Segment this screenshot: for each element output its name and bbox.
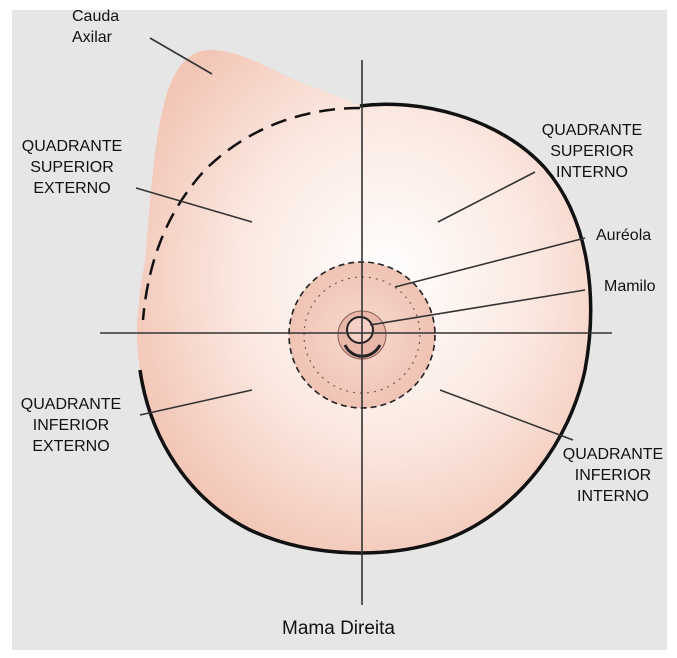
label-mamilo: Mamilo (604, 276, 656, 297)
label-quadrante-inferior-externo: QUADRANTE INFERIOR EXTERNO (14, 394, 128, 457)
nipple-tip (347, 317, 373, 343)
label-cauda-axilar-line-2: Axilar (72, 27, 119, 48)
label-cauda-axilar: Cauda Axilar (72, 6, 119, 48)
label-cauda-axilar-line-1: Cauda (72, 6, 119, 27)
label-inferior-interno-line-3: INTERNO (556, 486, 670, 507)
label-areola-text: Auréola (596, 225, 651, 246)
label-mamilo-text: Mamilo (604, 276, 656, 297)
label-inferior-externo-line-1: QUADRANTE (14, 394, 128, 415)
label-superior-externo-line-1: QUADRANTE (18, 136, 126, 157)
caption: Mama Direita (0, 618, 677, 640)
label-areola: Auréola (596, 225, 651, 246)
label-quadrante-superior-externo: QUADRANTE SUPERIOR EXTERNO (18, 136, 126, 199)
label-superior-interno-line-1: QUADRANTE (538, 120, 646, 141)
label-quadrante-superior-interno: QUADRANTE SUPERIOR INTERNO (538, 120, 646, 183)
label-superior-externo-line-3: EXTERNO (18, 178, 126, 199)
label-superior-interno-line-3: INTERNO (538, 162, 646, 183)
label-quadrante-inferior-interno: QUADRANTE INFERIOR INTERNO (556, 444, 670, 507)
label-superior-externo-line-2: SUPERIOR (18, 157, 126, 178)
label-inferior-interno-line-1: QUADRANTE (556, 444, 670, 465)
label-superior-interno-line-2: SUPERIOR (538, 141, 646, 162)
label-inferior-externo-line-3: EXTERNO (14, 436, 128, 457)
label-inferior-externo-line-2: INFERIOR (14, 415, 128, 436)
label-inferior-interno-line-2: INFERIOR (556, 465, 670, 486)
